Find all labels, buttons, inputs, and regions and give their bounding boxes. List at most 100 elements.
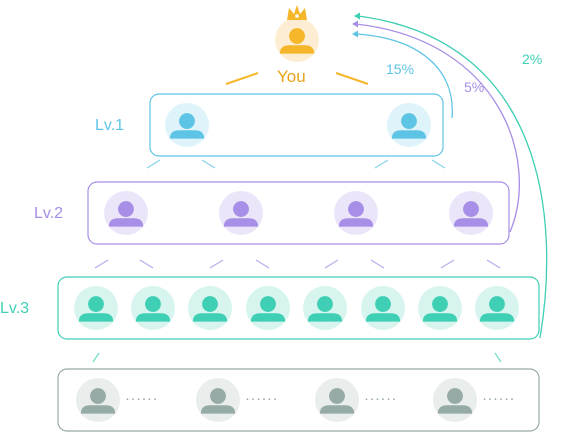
you-connector-right	[335, 72, 369, 85]
person-head-icon	[88, 296, 104, 312]
person-body-icon	[422, 313, 458, 322]
crown-shape	[287, 5, 307, 20]
you-label: You	[277, 67, 306, 86]
lv2-avatar	[449, 191, 493, 235]
lv3-avatar	[418, 286, 462, 330]
lv1-lv2-connector	[374, 159, 389, 169]
level-1-label: Lv.1	[95, 117, 125, 134]
lv2-lv3-connector	[255, 259, 270, 269]
lv2-avatar	[104, 191, 148, 235]
you-connector-left	[225, 72, 259, 85]
person-body-icon	[279, 45, 315, 54]
lv4-avatar	[315, 378, 359, 422]
level-2-label: Lv.2	[34, 205, 64, 222]
lv2-lv3-connector	[324, 259, 339, 269]
lv2-commission-arrow	[355, 23, 520, 233]
person-head-icon	[210, 388, 226, 404]
lv4-avatar	[76, 378, 120, 422]
lv1-lv2-connector	[201, 159, 216, 169]
person-body-icon	[437, 405, 473, 414]
level-box-1	[149, 93, 444, 157]
lv2-lv3-connector	[370, 259, 385, 269]
level-3-commission: 2%	[522, 51, 543, 67]
commission-arrows	[352, 12, 548, 339]
person-head-icon	[489, 296, 505, 312]
level-boxes	[57, 93, 540, 432]
person-head-icon	[289, 28, 305, 44]
level-box-3	[57, 276, 540, 340]
lv4-avatar	[433, 378, 477, 422]
lv3-lv4-connector	[494, 352, 502, 363]
level-1-commission: 15%	[386, 61, 415, 77]
person-head-icon	[329, 388, 345, 404]
person-body-icon	[135, 313, 171, 322]
person-body-icon	[192, 313, 228, 322]
person-head-icon	[145, 296, 161, 312]
person-head-icon	[348, 201, 364, 217]
lv3-avatar	[188, 286, 232, 330]
person-body-icon	[307, 313, 343, 322]
lv1-commission-arrow	[355, 33, 453, 119]
connector-lines	[92, 72, 502, 363]
ellipsis-text: ······	[364, 390, 397, 407]
person-head-icon	[401, 113, 417, 129]
person-body-icon	[365, 313, 401, 322]
lv1-lv2-connector	[431, 159, 446, 169]
level-box-2	[87, 181, 510, 245]
lv3-avatar	[361, 286, 405, 330]
person-body-icon	[453, 218, 489, 227]
person-body-icon	[223, 218, 259, 227]
lv3-avatar	[475, 286, 519, 330]
lv2-lv3-connector	[440, 259, 455, 269]
lv2-lv3-connector	[94, 259, 109, 269]
person-body-icon	[391, 130, 427, 139]
lv2-lv3-connector	[486, 259, 501, 269]
arrow-head-icon	[352, 30, 358, 38]
person-head-icon	[233, 201, 249, 217]
lv3-lv4-connector	[92, 352, 100, 363]
lv1-lv2-connector	[146, 159, 161, 169]
person-head-icon	[260, 296, 276, 312]
person-body-icon	[200, 405, 236, 414]
person-head-icon	[463, 201, 479, 217]
person-body-icon	[108, 218, 144, 227]
person-body-icon	[169, 130, 205, 139]
ellipsis-text: ······	[245, 390, 278, 407]
person-body-icon	[250, 313, 286, 322]
person-head-icon	[179, 113, 195, 129]
level-3-label: Lv.3	[0, 300, 30, 317]
lv1-avatar	[387, 103, 431, 147]
lv3-avatar	[303, 286, 347, 330]
person-body-icon	[319, 405, 355, 414]
lv2-lv3-connector	[209, 259, 224, 269]
person-body-icon	[338, 218, 374, 227]
lv2-avatar	[219, 191, 263, 235]
person-body-icon	[479, 313, 515, 322]
lv1-avatar	[165, 103, 209, 147]
lv3-avatar	[246, 286, 290, 330]
person-head-icon	[118, 201, 134, 217]
level-box-4	[57, 368, 540, 432]
lv4-avatar	[196, 378, 240, 422]
person-head-icon	[447, 388, 463, 404]
person-head-icon	[317, 296, 333, 312]
lv3-commission-arrow	[357, 15, 548, 339]
person-head-icon	[90, 388, 106, 404]
person-head-icon	[432, 296, 448, 312]
lv3-avatar	[131, 286, 175, 330]
lv2-avatar	[334, 191, 378, 235]
ellipsis-text: ······	[125, 390, 158, 407]
person-body-icon	[80, 405, 116, 414]
avatar-group: ······ ······ ······ ······	[74, 5, 519, 422]
you-avatar	[275, 18, 319, 62]
person-body-icon	[78, 313, 114, 322]
arrow-head-icon	[354, 12, 360, 20]
crown-gem	[295, 14, 299, 18]
person-head-icon	[375, 296, 391, 312]
ellipsis-text: ······	[482, 390, 515, 407]
lv2-lv3-connector	[139, 259, 154, 269]
lv3-avatar	[74, 286, 118, 330]
crown-icon	[287, 5, 307, 20]
level-2-commission: 5%	[464, 79, 485, 95]
